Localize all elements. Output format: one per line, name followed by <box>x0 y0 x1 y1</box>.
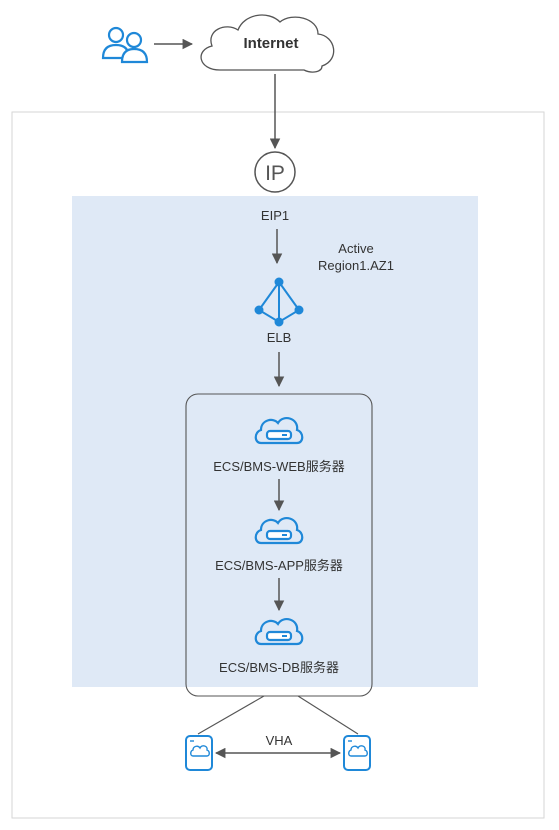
server-web-label: ECS/BMS-WEB服务器 <box>213 459 344 474</box>
region-status: Active <box>338 241 373 256</box>
server-group-box <box>185 393 373 697</box>
cloud-internet-icon <box>200 14 335 73</box>
region-name: Region1.AZ1 <box>318 258 394 273</box>
elb-icon <box>254 277 304 327</box>
vha-label: VHA <box>266 733 293 748</box>
eip-label: EIP1 <box>261 208 289 223</box>
svg-text:IP: IP <box>265 162 285 185</box>
cloud-server-icon <box>254 517 304 545</box>
elb-label: ELB <box>267 330 292 345</box>
region-area <box>72 196 478 687</box>
internet-label: Internet <box>243 35 298 52</box>
users-icon <box>101 26 149 64</box>
server-app-label: ECS/BMS-APP服务器 <box>215 558 343 573</box>
connector-right <box>297 695 359 735</box>
ip-icon: IP <box>254 151 296 193</box>
storage-disk-icon <box>185 735 213 771</box>
storage-disk-icon <box>343 735 371 771</box>
server-db-label: ECS/BMS-DB服务器 <box>219 660 339 675</box>
cloud-server-icon <box>254 618 304 646</box>
cloud-server-icon <box>254 417 304 445</box>
connector-left <box>197 695 265 735</box>
